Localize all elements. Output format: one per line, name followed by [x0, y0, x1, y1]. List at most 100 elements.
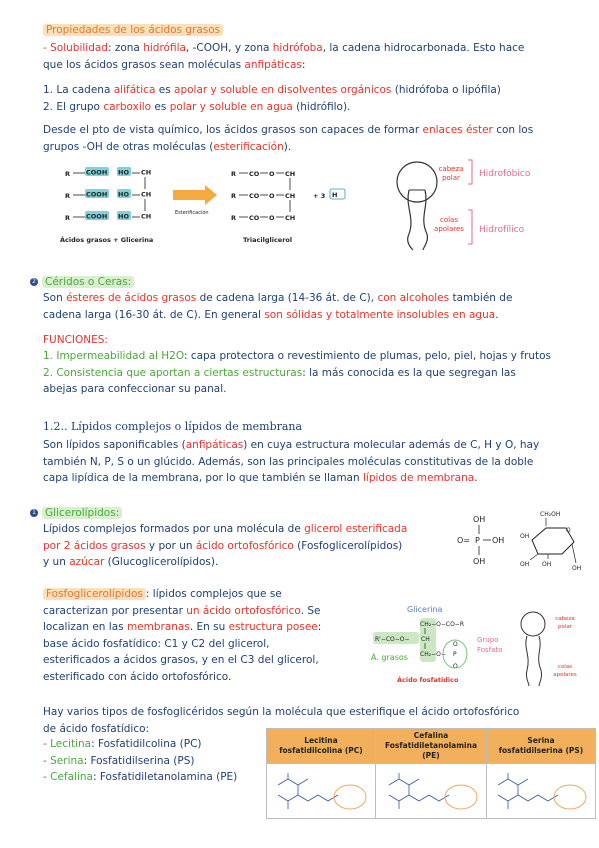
svg-text:HO: HO: [118, 169, 129, 177]
svg-text:O: O: [269, 192, 275, 200]
svg-text:CH₂OH: CH₂OH: [540, 511, 560, 518]
svg-text:cabeza: cabeza: [555, 616, 575, 622]
tail-right-icon: [538, 635, 543, 687]
svg-text:O: O: [453, 641, 458, 648]
phosphatidic-acid-figure: Glicerina CH₂−O−CO−R R'−CO−O− CH CH₂−O− …: [371, 605, 503, 684]
label-cabeza: cabeza: [439, 165, 464, 173]
svg-text:O: O: [269, 214, 275, 222]
svg-text:apolares: apolares: [553, 672, 577, 678]
label-grupo: Grupo: [477, 636, 498, 644]
glicerolipidos-paragraph: Lípidos complejos formados por una moléc…: [43, 523, 408, 568]
svg-text:colas: colas: [558, 664, 572, 670]
svg-text:R'−CO−O−: R'−CO−O−: [375, 636, 410, 643]
svg-text:+ 3: + 3: [313, 192, 325, 200]
table-row: [266, 763, 596, 819]
label-fosfato: Fosfato: [477, 646, 503, 654]
svg-text:P: P: [453, 651, 457, 658]
list-item: - Lecitina: Fosfatidilcolina (PC): [43, 738, 202, 750]
label-polar: polar: [442, 174, 460, 182]
svg-text:H: H: [332, 191, 337, 199]
svg-text:HO: HO: [118, 191, 129, 199]
svg-text:CO: CO: [249, 170, 260, 178]
lipidos-complejos-paragraph: Son lípidos saponificables (anfipáticas)…: [43, 439, 540, 484]
sugar-ring-structure: CH₂OH O OH OH OH OH: [520, 511, 581, 572]
label-colas: colas: [440, 216, 458, 224]
svg-text:OH: OH: [572, 565, 581, 572]
svg-text:R: R: [65, 192, 70, 200]
svg-text:OH: OH: [473, 557, 485, 566]
svg-text:CH: CH: [285, 170, 295, 178]
tipos-paragraph: Hay varios tipos de fosfoglicéridos segú…: [43, 706, 520, 735]
svg-text:OH: OH: [473, 515, 485, 524]
svg-text:R: R: [65, 214, 70, 222]
table-cell-structure: [375, 763, 487, 819]
svg-text:CH: CH: [141, 191, 151, 199]
svg-text:O: O: [453, 663, 458, 670]
label-apolares: apolares: [434, 225, 464, 233]
cefalina-structure-icon: [388, 773, 478, 810]
table-cell-structure: [266, 763, 376, 819]
section-number-badge: 2: [30, 278, 38, 286]
heading-lipidos-complejos: 1.2.. Lípidos complejos o lípidos de mem…: [43, 420, 303, 433]
svg-text:R: R: [231, 192, 236, 200]
tail-left-icon: [525, 635, 530, 687]
svg-text:COOH: COOH: [86, 213, 107, 221]
solubility-paragraph: - Solubilidad: zona hidrófila, -COOH, y …: [43, 42, 525, 71]
svg-text:P: P: [475, 536, 480, 545]
serina-structure-icon: [497, 773, 587, 810]
svg-text:CH: CH: [141, 169, 151, 177]
lecitina-structure-icon: [277, 773, 367, 810]
polar-head-icon: [520, 611, 546, 637]
reaction-arrow-icon: [173, 185, 217, 205]
svg-text:R: R: [65, 170, 70, 178]
products-caption: Triacilglicerol: [243, 236, 292, 244]
svg-text:COOH: COOH: [86, 169, 107, 177]
label-hidrofilico: Hidrofílico: [479, 225, 525, 235]
phospholipid-molecule-figure: cabeza polar colas apolares: [520, 611, 577, 687]
svg-text:O: O: [269, 170, 275, 178]
section-title-propiedades: Propiedades de los ácidos grasos: [43, 22, 224, 39]
svg-text:HO: HO: [118, 213, 129, 221]
list-item: - Cefalina: Fosfatidiletanolamina (PE): [43, 771, 238, 783]
label-acidos-grasos: Á. grasos: [371, 651, 408, 662]
svg-text:OH: OH: [520, 561, 529, 568]
section-number-badge: 1: [30, 509, 38, 517]
arrow-label: Esterificación: [175, 209, 209, 216]
tail-left-icon: [407, 189, 414, 251]
table-cell-structure: [486, 763, 596, 819]
reactant-row-1: R COOH HO CH: [65, 167, 151, 178]
tail-right-icon: [422, 189, 429, 251]
esterification-paragraph: Desde el pto de vista químico, los ácido…: [43, 124, 534, 153]
funciones-heading: FUNCIONES:: [43, 334, 108, 346]
polar-head-icon: [396, 161, 438, 203]
svg-text:CH: CH: [421, 636, 430, 643]
svg-text:CH₂−O−: CH₂−O−: [420, 651, 446, 658]
amphipathic-molecule-figure: cabeza polar colas apolares Hidrofóbico …: [396, 159, 531, 251]
svg-text:R: R: [231, 170, 236, 178]
svg-text:O=: O=: [457, 536, 470, 545]
tipos-list: - Lecitina: Fosfatidilcolina (PC) - Seri…: [43, 736, 237, 786]
esterification-reaction-diagram: R COOH HO CH R COOH HO CH R COOH HO: [60, 167, 346, 244]
label-hidrofobico: Hidrofóbico: [479, 168, 531, 179]
reactant-row-2: R COOH HO CH: [65, 189, 151, 200]
label-glicerina: Glicerina: [407, 605, 443, 614]
funciones-list: 1. Impermeabilidad al H2O: capa protecto…: [43, 350, 551, 395]
phosphatidic-acid-caption: Ácido fosfatídico: [397, 675, 459, 684]
svg-text:CH₂−O−CO−R: CH₂−O−CO−R: [420, 621, 464, 628]
svg-text:R: R: [231, 214, 236, 222]
product-structure: R CO O CH R CO O CH R CO O CH + 3 H: [231, 170, 346, 222]
svg-text:CH: CH: [141, 213, 151, 221]
reactant-row-3: R COOH HO CH: [65, 211, 151, 222]
svg-text:CO: CO: [249, 214, 260, 222]
svg-text:CO: CO: [249, 192, 260, 200]
svg-text:OH: OH: [520, 533, 529, 540]
svg-text:COOH: COOH: [86, 191, 107, 199]
svg-text:OH: OH: [492, 536, 504, 545]
